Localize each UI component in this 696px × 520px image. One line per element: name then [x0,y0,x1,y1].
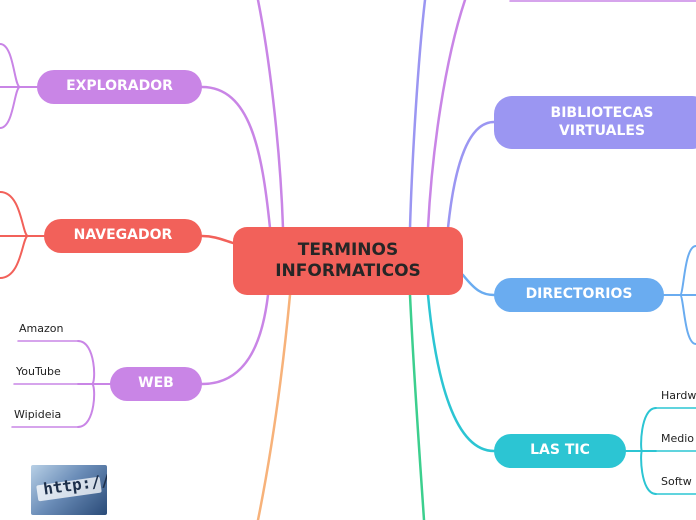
http-address-bar-image: http:// [31,465,107,515]
leaf-softw[interactable]: Softw [661,475,692,488]
connector-directorios-sub [663,245,696,345]
leaf-hardw[interactable]: Hardw [661,389,696,402]
connector-explorador-sub [0,43,38,129]
connector-navegador-sub [0,191,45,279]
branch-directorios[interactable]: DIRECTORIOS [494,278,664,312]
connector-web-sub [77,340,111,428]
leaf-wipideia[interactable]: Wipideia [14,408,62,421]
connector-explorador [200,85,272,230]
branch-web-label: WEB [138,375,174,392]
central-topic-line1: TERMINOS [297,239,399,260]
branch-explorador-label: EXPLORADOR [66,78,173,95]
connector-top-purple-left [256,0,285,230]
branch-navegador[interactable]: NAVEGADOR [44,219,202,253]
connector-bibliotecas [446,120,496,230]
connector-directorios [461,273,496,297]
branch-directorios-label: DIRECTORIOS [525,286,633,303]
branch-bibliotecas-line1: BIBLIOTECAS [550,105,654,121]
branch-las-tic-label: LAS TIC [530,442,590,459]
leaf-amazon[interactable]: Amazon [19,322,64,335]
connector-bottom-orange [256,293,292,520]
branch-bibliotecas-line2: VIRTUALES [558,122,646,139]
leaf-medio[interactable]: Medio [661,432,695,445]
central-topic-terminos-informaticos[interactable]: TERMINOS INFORMATICOS [233,227,463,295]
connector-bottom-green [408,293,426,520]
branch-web[interactable]: WEB [110,367,202,401]
connector-top-periwinkle [408,0,427,230]
branch-navegador-label: NAVEGADOR [73,227,173,244]
central-topic-line2: INFORMATICOS [275,261,421,281]
leaf-youtube[interactable]: YouTube [16,365,61,378]
http-glyph-icon: http:// [42,470,107,499]
connector-lastic-sub [625,407,657,495]
branch-las-tic[interactable]: LAS TIC [494,434,626,468]
branch-bibliotecas-virtuales[interactable]: BIBLIOTECAS VIRTUALES [494,96,696,149]
connector-web [200,293,270,386]
connector-navegador [200,234,235,245]
connector-lastic [426,293,496,453]
connector-top-violet [426,0,467,230]
branch-explorador[interactable]: EXPLORADOR [37,70,202,104]
